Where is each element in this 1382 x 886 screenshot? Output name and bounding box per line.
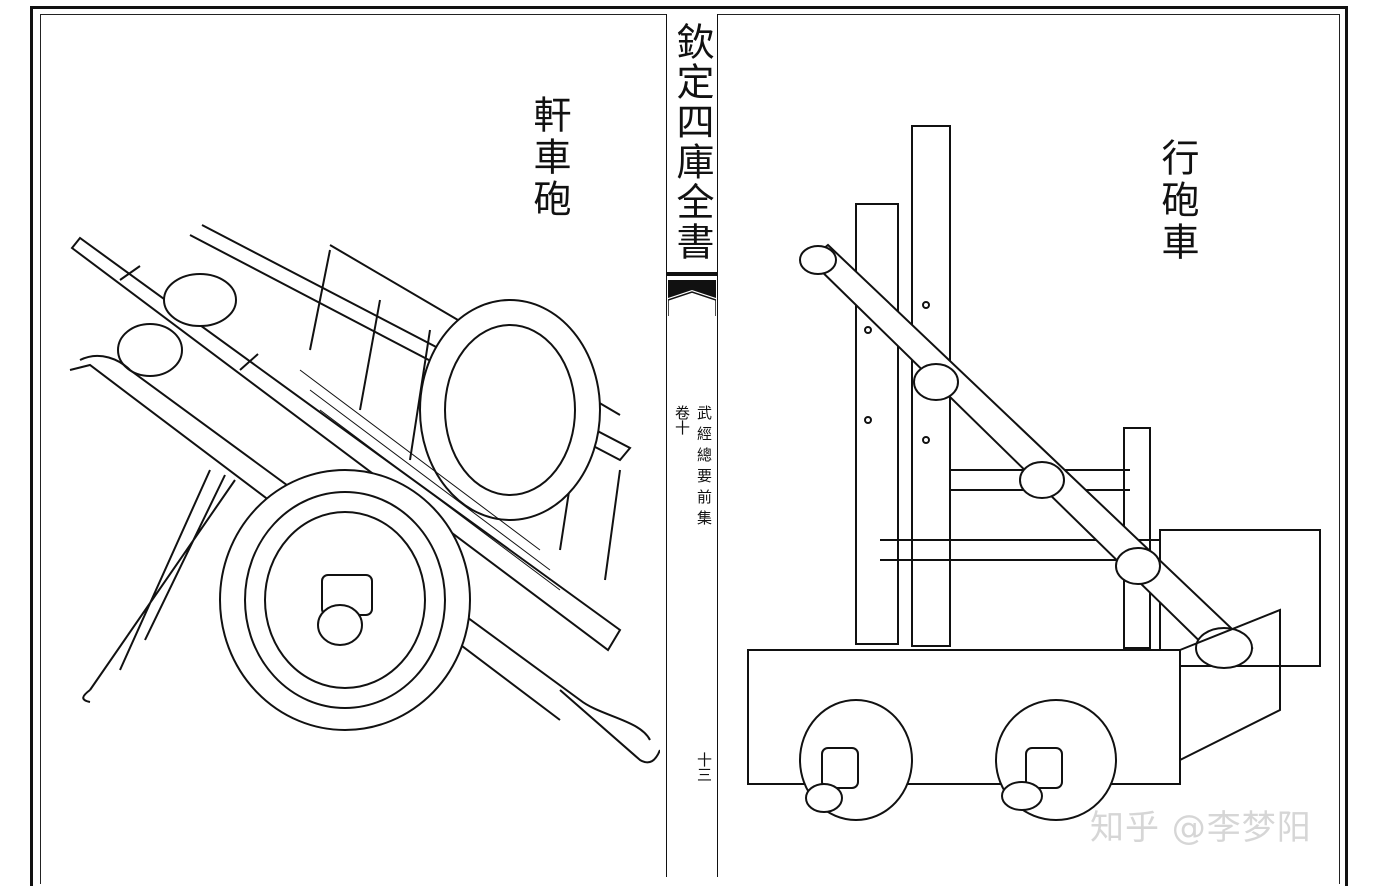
page-number: 十三 [695,752,713,782]
cart-cannon-illustration [60,220,660,780]
chapter-number: 卷十 [673,405,691,435]
center-spine [666,14,718,877]
spine-divider [666,272,718,276]
outer-border [30,6,1348,886]
watermark: 知乎 @李梦阳 [1090,808,1312,848]
mobile-cannon-illustration [740,120,1330,830]
right-plate-caption: 行砲車 [1155,138,1199,264]
book-title: 欽定四庫全書 [670,22,714,262]
book-name: 武經總要前集 [695,405,713,531]
fish-tail-mark [668,280,716,316]
left-plate-caption: 軒車砲 [527,95,571,221]
